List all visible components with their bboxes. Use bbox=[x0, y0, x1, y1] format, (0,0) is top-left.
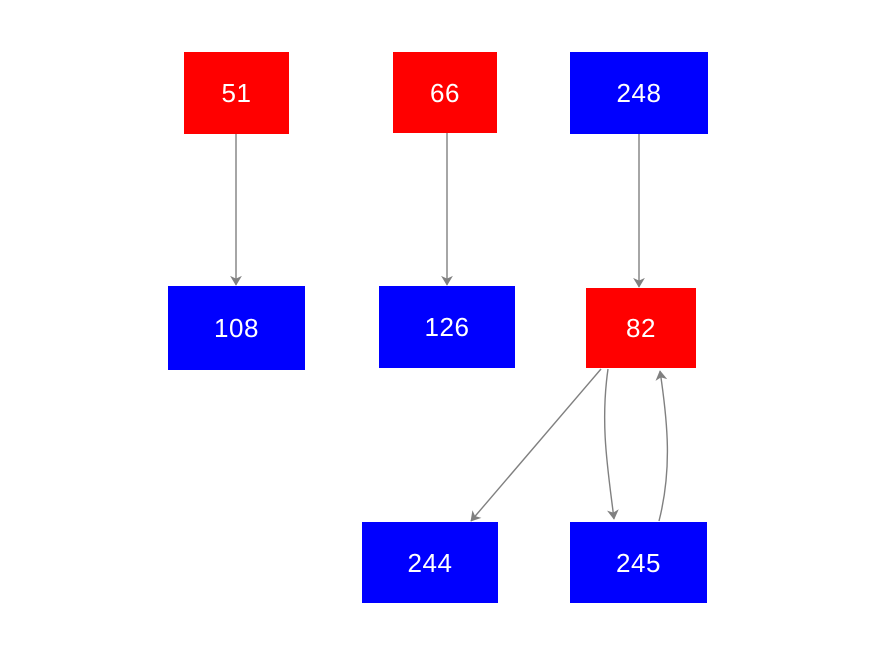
edge-82-to-245 bbox=[603, 368, 619, 520]
node-label: 82 bbox=[626, 313, 656, 343]
node-126[interactable]: 126 bbox=[379, 286, 515, 368]
node-label: 245 bbox=[616, 547, 661, 578]
node-label: 244 bbox=[407, 547, 453, 578]
node-label: 126 bbox=[424, 312, 470, 342]
node-51[interactable]: 51 bbox=[184, 52, 289, 134]
node-82[interactable]: 82 bbox=[586, 288, 696, 368]
node-244[interactable]: 244 bbox=[362, 522, 498, 603]
node-248[interactable]: 248 bbox=[570, 52, 708, 134]
node-108[interactable]: 108 bbox=[168, 286, 305, 370]
edge-82-to-244 bbox=[470, 368, 602, 522]
node-label: 248 bbox=[616, 78, 662, 108]
node-66[interactable]: 66 bbox=[393, 52, 497, 133]
node-label: 51 bbox=[221, 78, 252, 108]
node-label: 108 bbox=[214, 313, 259, 343]
edge-245-to-82 bbox=[655, 370, 669, 522]
node-245[interactable]: 245 bbox=[570, 522, 707, 603]
node-label: 66 bbox=[430, 77, 460, 108]
